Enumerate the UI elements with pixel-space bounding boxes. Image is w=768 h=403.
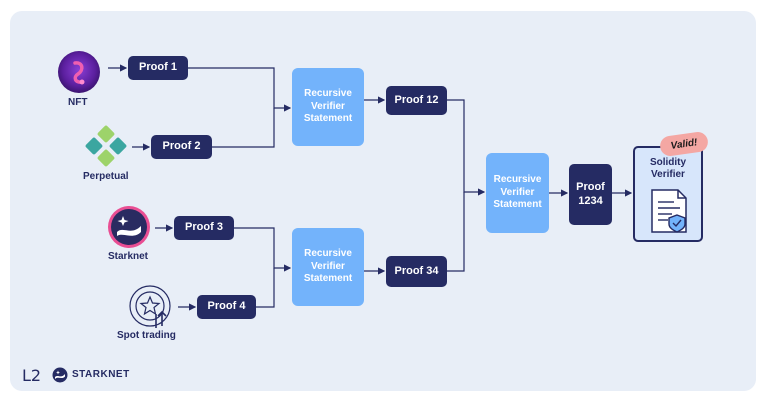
wire-proof34-final (447, 192, 465, 272)
perpetual-icon (85, 125, 127, 167)
spot-trading-label: Spot trading (117, 330, 176, 341)
wire-proof2-recursive (212, 108, 275, 148)
layer-label: L2 (22, 366, 42, 385)
solidity-verifier-box: Solidity Verifier (633, 146, 703, 242)
proof-1-box: Proof 1 (128, 56, 188, 80)
wire-proof4-recursive (256, 268, 275, 308)
starknet-icon (108, 206, 150, 248)
wire-proof1-recursive (188, 67, 292, 112)
proof-4-box: Proof 4 (197, 295, 256, 319)
brand-name: STARKNET (72, 369, 130, 380)
spot-trading-icon (129, 285, 171, 328)
wire-proof12-final (447, 99, 486, 196)
starknet-label: Starknet (108, 251, 149, 262)
wire-proof3-recursive (234, 227, 292, 272)
starknet-logo-icon (52, 367, 68, 383)
certificate-icon (651, 189, 687, 233)
recursive-verifier-final: Recursive Verifier Statement (486, 153, 549, 233)
recursive-verifier-bottom: Recursive Verifier Statement (292, 228, 364, 306)
proof-34-box: Proof 34 (386, 256, 447, 287)
nft-label: NFT (68, 97, 88, 108)
solidity-verifier-title: Solidity Verifier (649, 157, 687, 180)
proof-2-box: Proof 2 (151, 135, 212, 159)
nft-icon (58, 51, 100, 93)
proof-12-box: Proof 12 (386, 86, 447, 115)
proof-1234-box: Proof 1234 (569, 164, 612, 225)
proof-3-box: Proof 3 (174, 216, 234, 240)
perpetual-label: Perpetual (83, 171, 129, 182)
recursive-verifier-top: Recursive Verifier Statement (292, 68, 364, 146)
